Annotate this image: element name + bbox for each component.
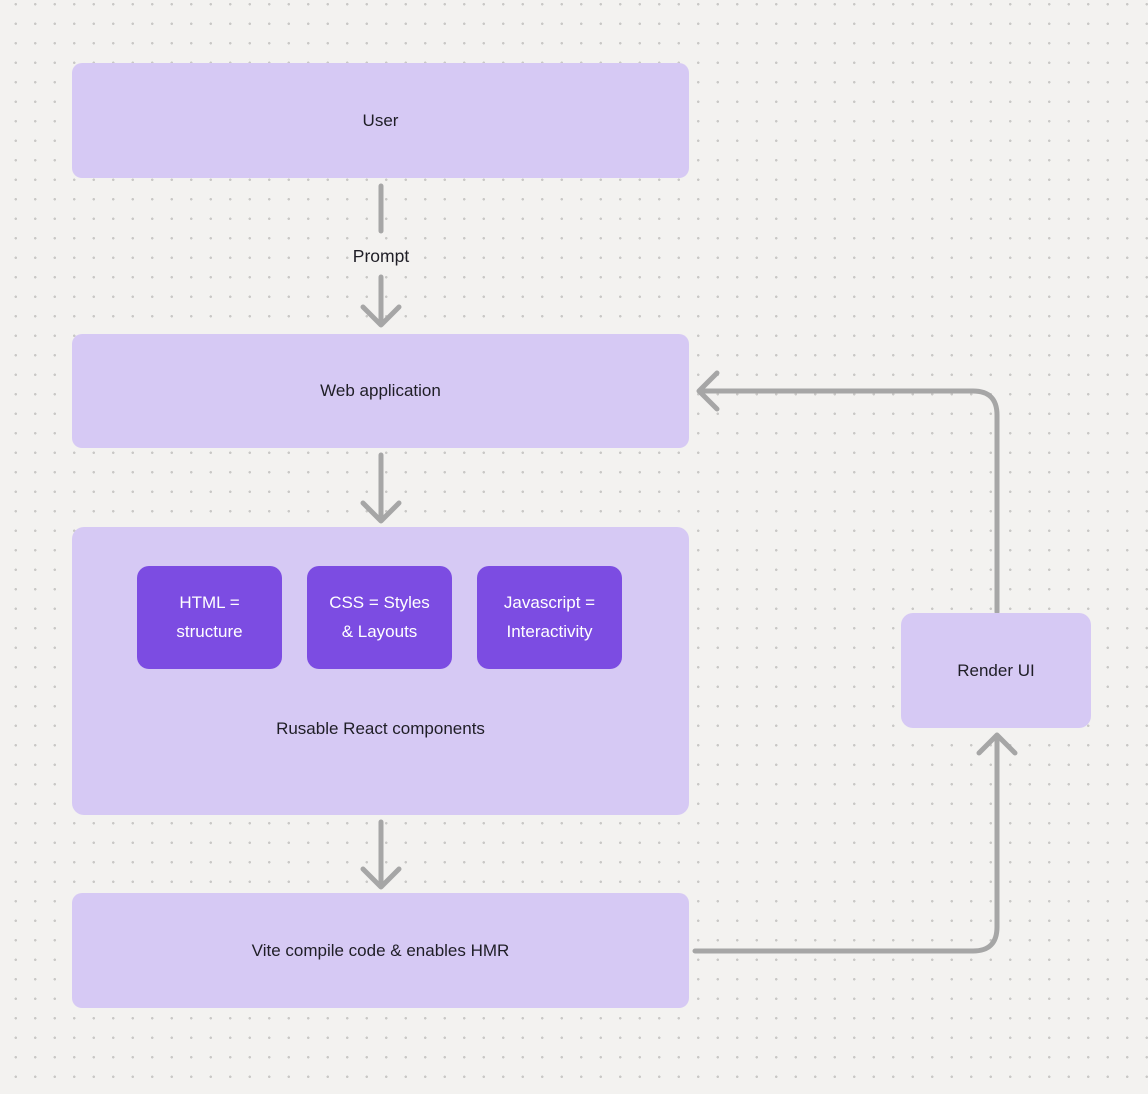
node-vite-label: Vite compile code & enables HMR [251, 940, 510, 960]
node-web-application-label: Web application [320, 381, 441, 400]
edge-label-prompt: Prompt [352, 246, 410, 266]
node-css-label: CSS = Styles & Layouts [329, 592, 430, 641]
node-html-label: HTML = structure [176, 592, 243, 641]
arrow-down-icon [360, 866, 402, 890]
arrow-down-icon [360, 500, 402, 524]
arrow-up-icon [976, 732, 1018, 756]
node-web-application[interactable]: Web application [72, 334, 689, 448]
arrow-down-icon [360, 304, 402, 328]
node-css[interactable]: CSS = Styles & Layouts [307, 566, 452, 669]
components-group-caption: Rusable React components [276, 719, 485, 738]
arrow-left-icon [696, 370, 720, 412]
node-render-ui-label: Render UI [957, 660, 1035, 680]
node-javascript-label: Javascript = Interactivity [503, 592, 596, 641]
edge-vite-to-renderui-line [692, 736, 1000, 954]
node-user[interactable]: User [72, 63, 689, 178]
node-user-label: User [362, 110, 399, 130]
node-render-ui[interactable]: Render UI [901, 613, 1091, 728]
node-vite[interactable]: Vite compile code & enables HMR [72, 893, 689, 1008]
node-html[interactable]: HTML = structure [137, 566, 282, 669]
edge-renderui-to-webapp-line [698, 388, 1000, 615]
node-javascript[interactable]: Javascript = Interactivity [477, 566, 622, 669]
